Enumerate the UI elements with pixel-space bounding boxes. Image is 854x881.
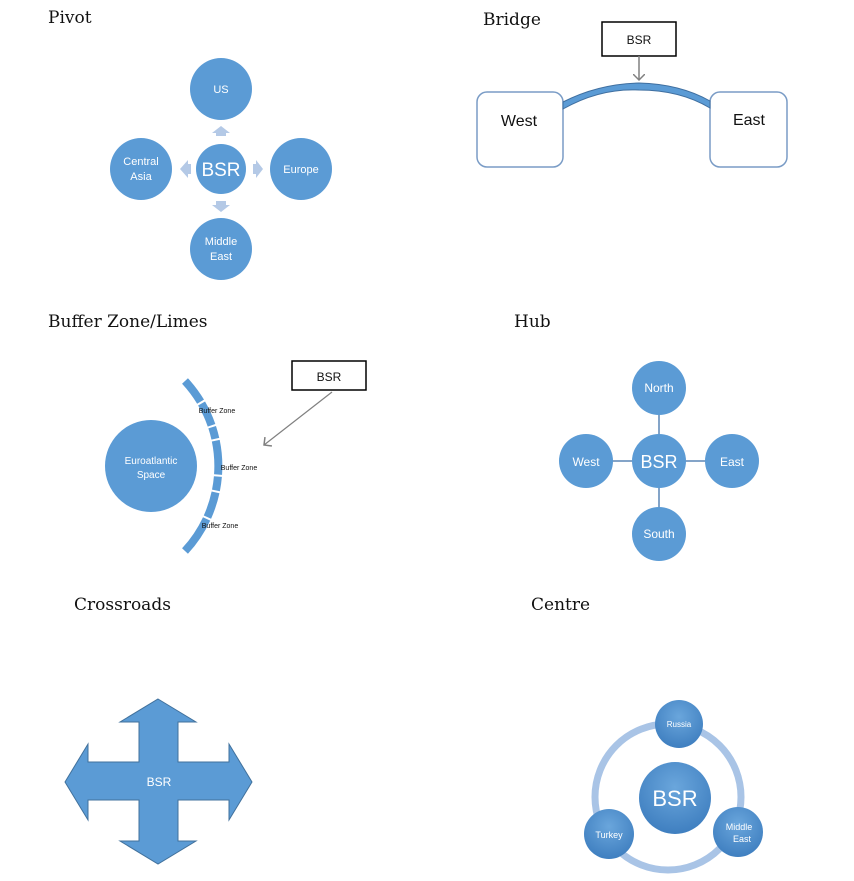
buffer-core-node (105, 420, 197, 512)
bridge-bsr-box (601, 21, 677, 57)
buffer-bsr-label: BSR (317, 370, 342, 384)
pivot-arrow-up-icon (212, 126, 230, 136)
pivot-title: Pivot (48, 8, 92, 28)
hub-south-label: South (643, 527, 674, 541)
pivot-middle-label: Middle (205, 236, 237, 248)
hub-node-east (705, 434, 759, 488)
pivot-center-label: BSR (201, 160, 240, 181)
buffer-core-label-2: Space (137, 470, 166, 481)
pivot-node-middle-east (190, 218, 252, 280)
centre-node-russia (655, 700, 703, 748)
pivot-center-node (196, 144, 246, 194)
bridge-east-box (709, 91, 788, 168)
crossroads-diagram: BSR (64, 698, 253, 865)
pivot-node-us (190, 58, 252, 120)
pivot-arrow-right-icon (253, 160, 263, 178)
pivot-us-label: US (213, 84, 228, 96)
pivot-arrow-left-icon (180, 160, 191, 178)
bridge-bsr-label: BSR (627, 33, 652, 47)
crossroads-cross-arrow-icon (64, 698, 253, 865)
buffer-zone-label-2: Buffer Zone (221, 465, 258, 472)
pivot-central-label: Central (123, 156, 158, 168)
bridge-diagram: BSR West East (476, 21, 788, 168)
hub-east-label: East (720, 455, 745, 469)
buffer-core-label-1: Euroatlantic (125, 456, 178, 467)
hub-title: Hub (514, 312, 551, 332)
hub-node-north (632, 361, 686, 415)
hub-north-label: North (644, 381, 673, 395)
bridge-span (562, 82, 711, 110)
centre-diagram: BSR Russia Turkey Middle East (584, 700, 763, 874)
crossroads-title: Crossroads (74, 595, 171, 615)
centre-turkey-label: Turkey (595, 830, 623, 840)
hub-center-label: BSR (640, 452, 677, 472)
buffer-bsr-box (291, 360, 367, 391)
pivot-node-central-asia (110, 138, 172, 200)
centre-center-node (639, 762, 711, 834)
hub-center-node (632, 434, 686, 488)
hub-west-label: West (572, 455, 600, 469)
centre-center-label: BSR (652, 786, 697, 811)
bridge-west-label: West (501, 113, 538, 130)
pivot-east-label: East (210, 251, 232, 263)
pivot-diagram: BSR US Europe Middle East Central Asia (110, 58, 332, 280)
buffer-zone-label-3: Buffer Zone (202, 523, 239, 530)
pivot-europe-label: Europe (283, 164, 318, 176)
buffer-title: Buffer Zone/Limes (48, 312, 208, 332)
centre-node-middle-east (713, 807, 763, 857)
centre-title: Centre (531, 595, 591, 615)
bridge-east-label: East (733, 112, 766, 129)
bridge-west-box (476, 91, 564, 168)
bridge-title: Bridge (483, 10, 541, 30)
crossroads-center-label: BSR (147, 775, 172, 789)
buffer-arc (182, 378, 223, 554)
buffer-zone-label-1: Buffer Zone (199, 408, 236, 415)
pivot-node-europe (270, 138, 332, 200)
hub-node-south (632, 507, 686, 561)
hub-node-west (559, 434, 613, 488)
buffer-arrow-icon (264, 391, 333, 445)
pivot-asia-label: Asia (130, 171, 152, 183)
centre-middle-label: Middle (726, 822, 753, 832)
centre-east-label: East (733, 834, 752, 844)
centre-node-turkey (584, 809, 634, 859)
hub-diagram: BSR North West East South (559, 361, 759, 561)
pivot-arrow-down-icon (212, 201, 230, 212)
centre-russia-label: Russia (667, 720, 692, 729)
buffer-diagram: Euroatlantic Space Buffer Zone Buffer Zo… (105, 360, 367, 554)
